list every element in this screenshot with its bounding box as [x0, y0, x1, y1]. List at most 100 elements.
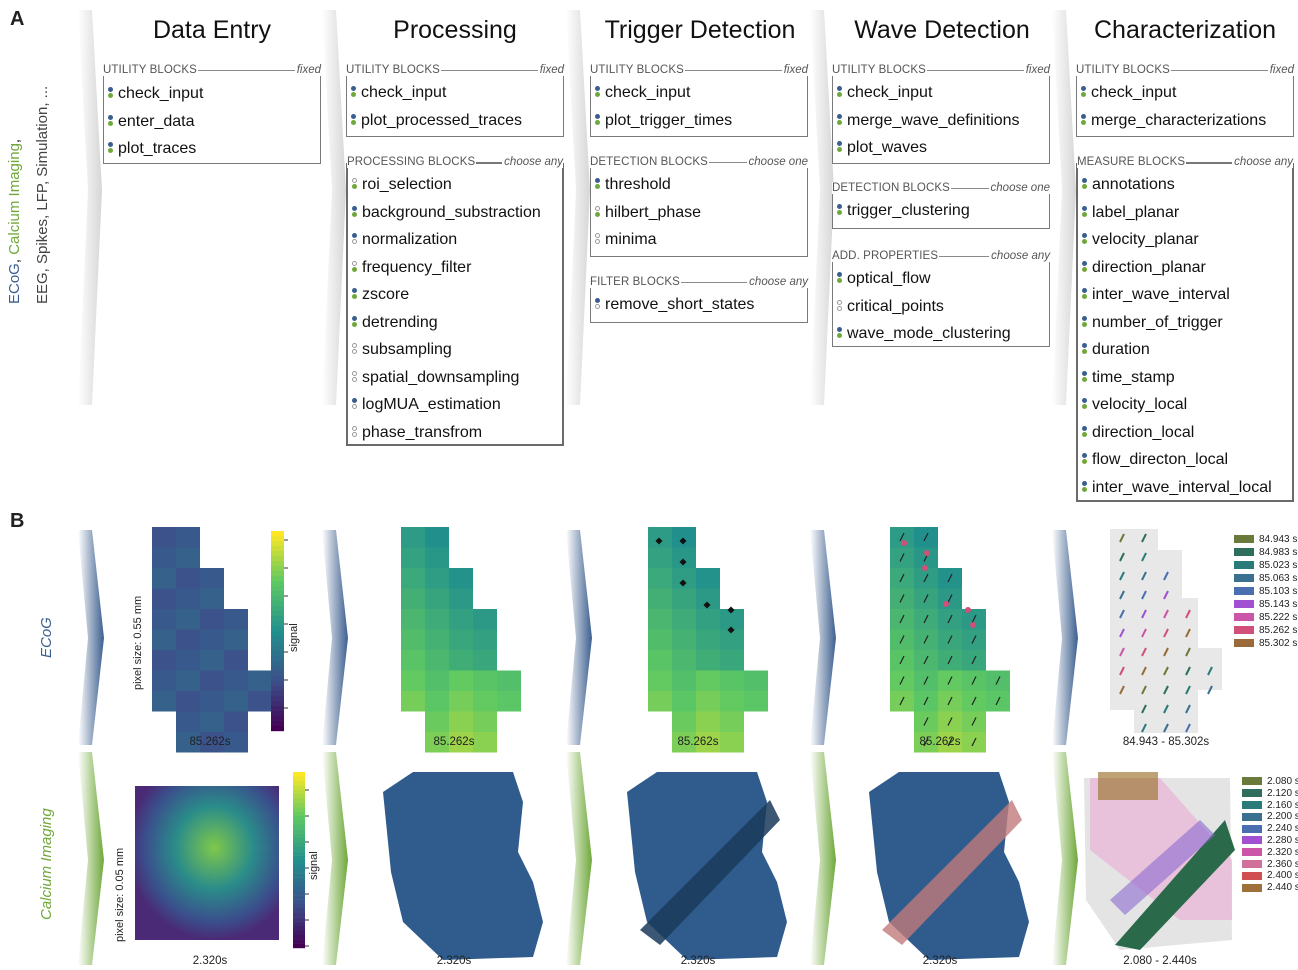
block-item: check_input: [837, 83, 932, 103]
block-name: check_input: [361, 84, 447, 101]
legend-swatch: [1234, 574, 1254, 583]
direction-tick: [1185, 704, 1191, 714]
ecog-pixel: [648, 568, 672, 589]
block-item: minima: [595, 230, 657, 250]
block-item: hilbert_phase: [595, 203, 701, 223]
direction-tick: [1185, 647, 1191, 657]
vector-mark: [971, 696, 977, 706]
block-name: optical_flow: [847, 270, 931, 287]
trigger-band: [640, 800, 780, 945]
panel-a-label: A: [10, 8, 25, 30]
ecog-pixel: [401, 547, 425, 568]
block-name: inter_wave_interval_local: [1092, 478, 1272, 496]
arrow-4: [810, 10, 834, 405]
ecog-pixel: [720, 670, 744, 691]
ecog-trigger: [648, 527, 768, 753]
compatibility-dots-icon: [837, 299, 843, 314]
colorbar-step: [271, 721, 284, 727]
ecog-legend-item: 85.262 s: [1234, 625, 1297, 637]
ecog-pixel: [449, 588, 473, 609]
colorbar-step: [293, 908, 305, 913]
legend-swatch: [1242, 789, 1262, 798]
ecog-caption-3: 85.262s: [677, 736, 719, 748]
arrow-1: [78, 10, 102, 405]
block-name: flow_directon_local: [1092, 451, 1229, 468]
ecog-pixel: [200, 711, 224, 732]
direction-tick: [1141, 628, 1147, 638]
ecog-arrow: [1052, 530, 1078, 745]
ecog-pixel: [425, 568, 449, 589]
calcium-arrow: [78, 752, 104, 965]
colorbar-step: [271, 661, 284, 667]
direction-tick: [1119, 590, 1125, 600]
compatibility-dots-icon: [352, 343, 358, 357]
direction-tick: [1185, 723, 1191, 733]
ecog-pixel: [152, 609, 176, 630]
vector-mark: [947, 676, 953, 685]
legend-swatch: [1234, 548, 1254, 557]
colorbar-step: [271, 671, 284, 677]
block-item: check_input: [108, 84, 203, 104]
ecog-legend-item: 85.222 s: [1234, 612, 1297, 624]
block-item: label_planar: [1082, 203, 1179, 223]
block-name: wave_mode_clustering: [847, 325, 1011, 342]
ecog-pixel: [672, 588, 696, 609]
ecog-legend-item: 85.302 s: [1234, 638, 1297, 650]
ecog-pixel: [473, 711, 497, 732]
ecog-pixel: [449, 732, 473, 753]
ecog-pixel: [696, 670, 720, 691]
ecog-pixel: [672, 650, 696, 671]
direction-tick: [1119, 628, 1125, 638]
legend-swatch: [1242, 836, 1262, 845]
ecog-pixel: [176, 609, 200, 630]
direction-tick: [1207, 666, 1213, 676]
colorbar-step: [271, 581, 284, 587]
compatibility-dots-icon: [352, 315, 358, 330]
colorbar-step: [271, 601, 284, 607]
mid-band: [1110, 820, 1215, 915]
ecog-pixel: [425, 629, 449, 650]
compatibility-dots-icon: [1082, 453, 1088, 467]
trigger-marker: [679, 537, 687, 545]
box-label: PROCESSING BLOCKS: [347, 156, 477, 168]
colorbar-step: [293, 820, 305, 825]
direction-tick: [1141, 704, 1147, 714]
panel-b-arrows: [78, 530, 1078, 965]
ecog-caption-1: 85.262s: [189, 736, 231, 748]
colorbar-step: [271, 631, 284, 637]
ecog-arrow: [566, 530, 592, 745]
compatibility-dots-icon: [1081, 113, 1087, 128]
colorbar-step: [293, 802, 305, 808]
ecog-pixel: [224, 650, 248, 671]
colorbar-step: [293, 882, 305, 887]
box-mode: fixed: [537, 64, 564, 76]
vector-mark: [947, 696, 953, 706]
ecog-pixel: [176, 650, 200, 671]
colorbar-step: [271, 696, 284, 702]
box-mode: choose any: [502, 156, 563, 168]
ecog-pixel: [449, 711, 473, 732]
block-item: check_input: [351, 83, 446, 103]
trigger-marker: [655, 537, 663, 545]
block-item: remove_short_states: [595, 295, 754, 315]
ecog-pixel: [720, 629, 744, 650]
legend-label: 2.360 s: [1267, 858, 1298, 870]
ecog-pixel: [176, 547, 200, 568]
legend-swatch: [1242, 824, 1262, 833]
colorbar-step: [293, 877, 305, 883]
direction-tick: [1185, 685, 1191, 695]
direction-tick: [1207, 685, 1213, 695]
vector-mark: [923, 635, 929, 644]
ecog-pixel: [152, 650, 176, 671]
ecog-pixel: [401, 650, 425, 671]
colorbar-step: [293, 851, 305, 856]
ecog-pixel: [696, 568, 720, 589]
block-item: velocity_planar: [1082, 230, 1199, 250]
ecog-pixel: [200, 670, 224, 691]
box-mode: choose any: [1232, 156, 1293, 168]
colorbar-step: [293, 816, 305, 821]
calcium-legend-item: 2.320 s: [1242, 847, 1298, 859]
ecog-pixel: [648, 588, 672, 609]
colorbar-step: [271, 606, 284, 612]
